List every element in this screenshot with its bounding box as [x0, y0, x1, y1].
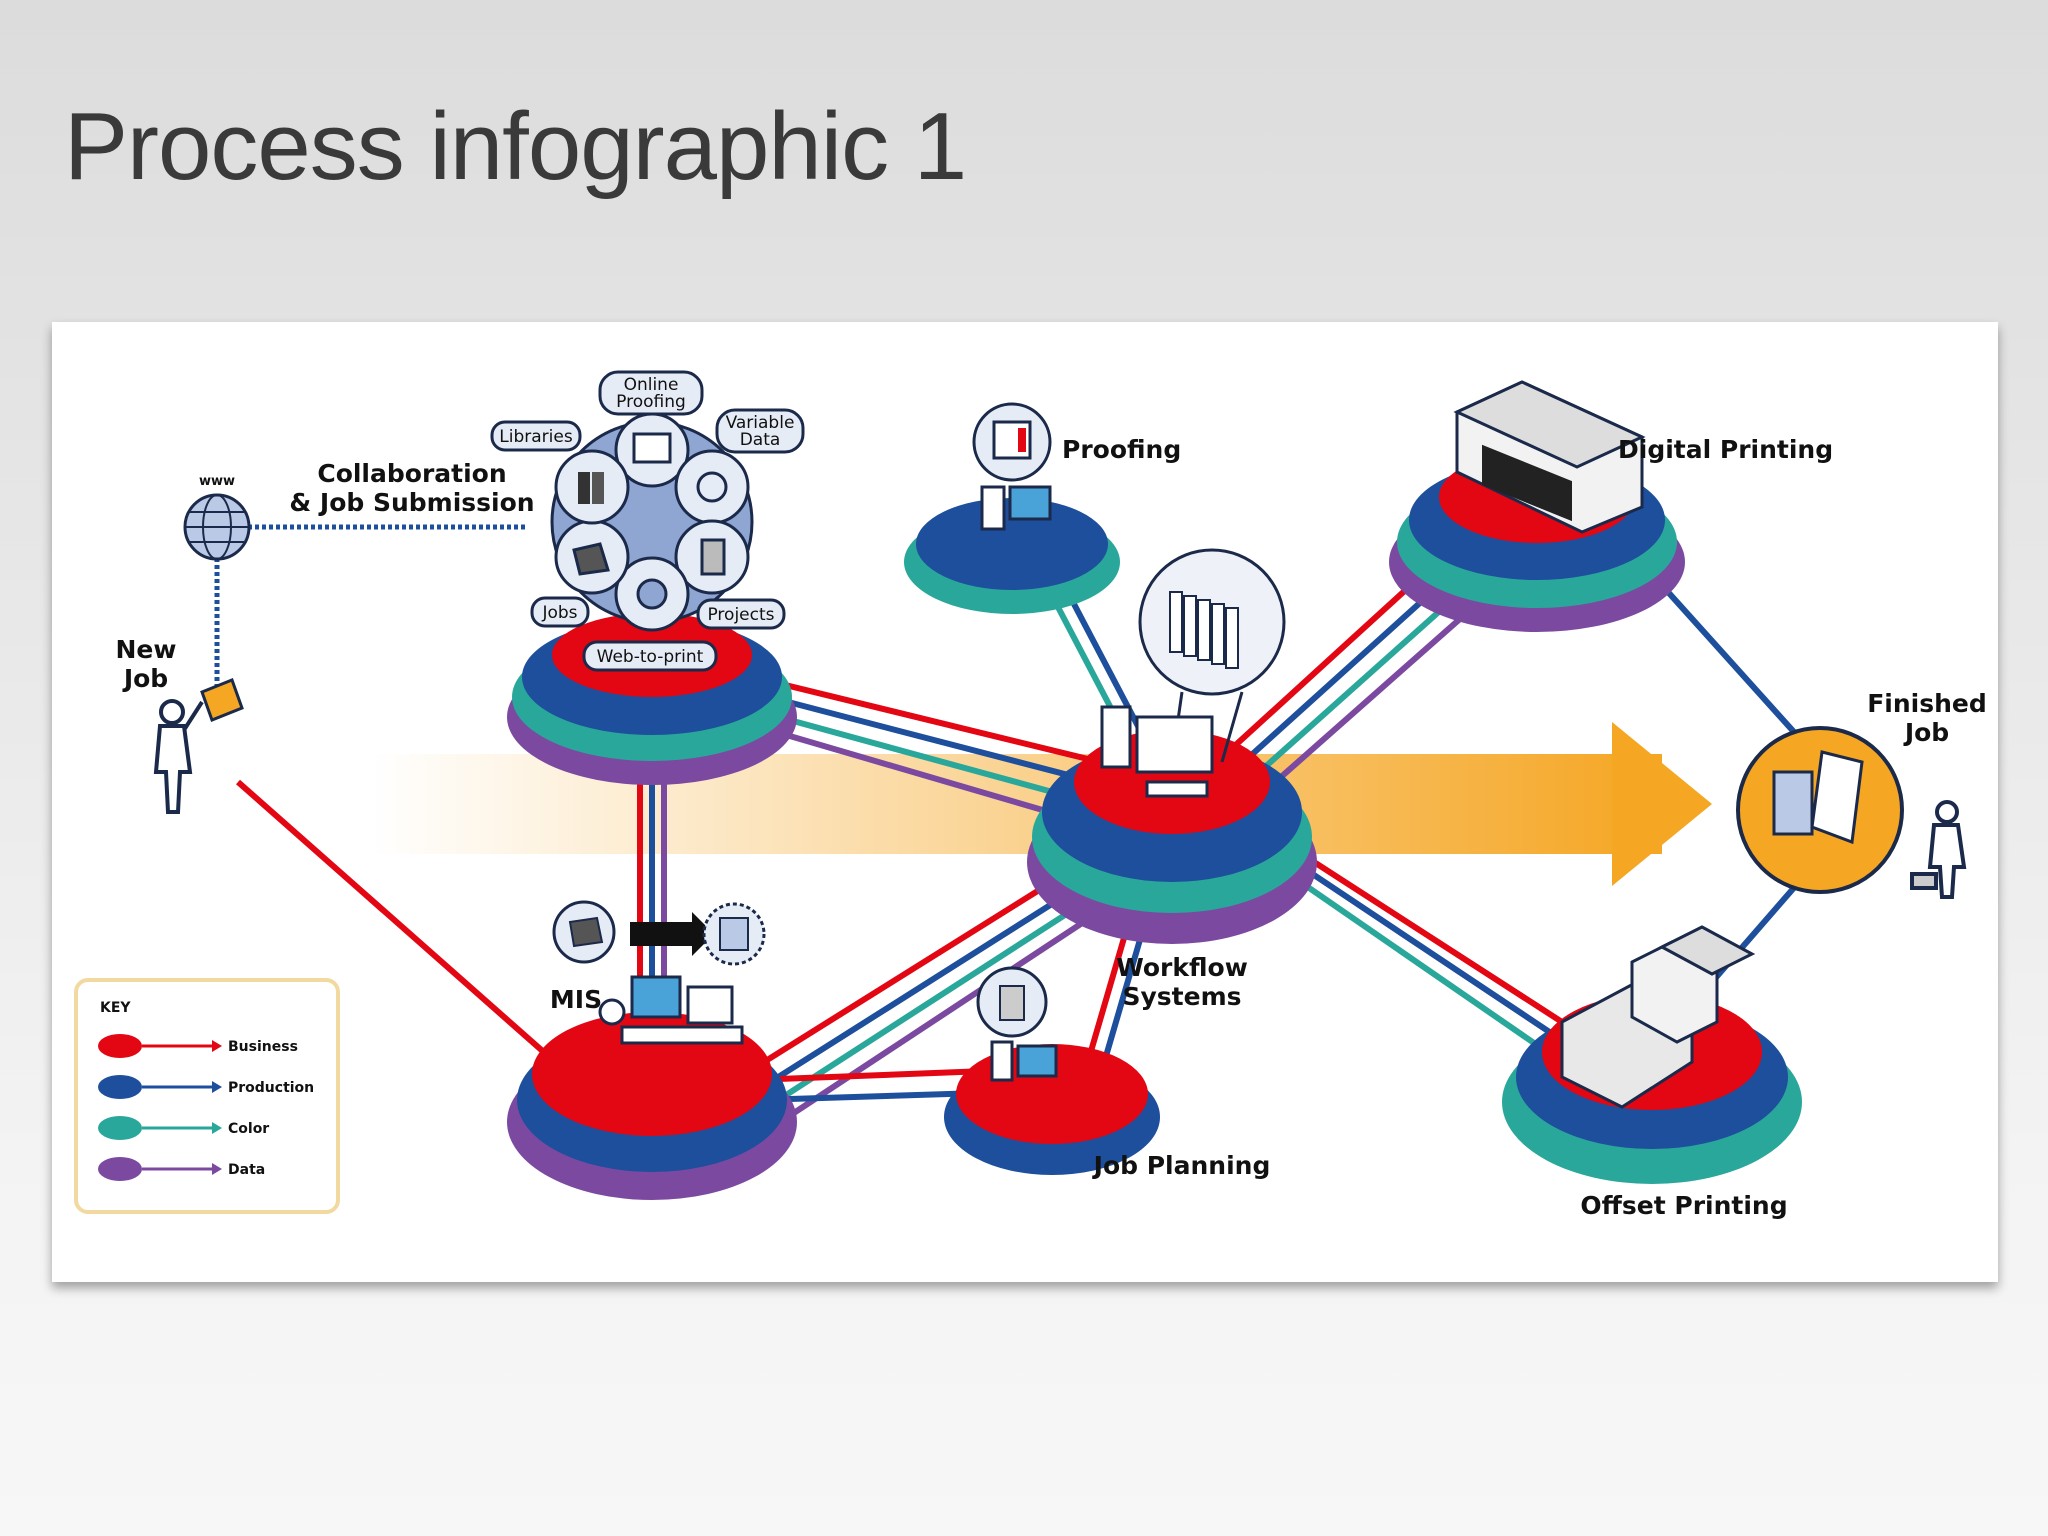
collaboration-hub — [550, 412, 754, 632]
legend-item-color: Color — [98, 1116, 269, 1140]
collaboration-label-line1: Collaboration — [317, 459, 506, 488]
legend-item-production: Production — [98, 1075, 314, 1099]
legend-title: KEY — [100, 1000, 131, 1016]
legend-label-production: Production — [228, 1080, 314, 1096]
legend-item-data: Data — [98, 1157, 265, 1181]
legend-label-data: Data — [228, 1162, 265, 1178]
mis-label: MIS — [550, 985, 602, 1014]
platform-web-to-print — [507, 613, 797, 785]
job-planning-station-icon — [976, 966, 1058, 1082]
collaboration-label-line2: & Job Submission — [289, 488, 534, 517]
mis-station-icon — [552, 900, 766, 1045]
hub-label-variable-data-1: Variable — [726, 413, 795, 433]
hub-pill-libraries: Libraries — [490, 420, 582, 452]
person-finished-job-icon — [1910, 800, 1967, 899]
hub-pill-web-to-print: Web-to-print — [582, 640, 718, 672]
hub-label-online-proofing-2: Proofing — [616, 392, 686, 412]
hub-label-online-proofing-1: Online — [624, 375, 679, 395]
offset-printer-icon — [1560, 925, 1756, 1109]
finished-job-icon — [1736, 726, 1904, 894]
digital-printing-label: Digital Printing — [1618, 435, 1833, 464]
platform-proofing — [904, 498, 1120, 614]
hub-label-projects: Projects — [707, 605, 774, 625]
digital-printer-icon — [1453, 380, 1646, 534]
proofing-station-icon — [972, 402, 1052, 531]
new-job-label-line1: New — [116, 635, 177, 664]
folder-icon — [200, 678, 244, 722]
legend-key: KEY Business Production Color Data — [74, 978, 340, 1214]
hub-label-libraries: Libraries — [499, 427, 573, 447]
workflow-label-line1: Workflow — [1116, 953, 1248, 982]
hub-label-web-to-print: Web-to-print — [597, 647, 704, 667]
workflow-label-line2: Systems — [1122, 982, 1241, 1011]
hub-label-jobs: Jobs — [541, 603, 577, 623]
hub-label-variable-data-2: Data — [740, 430, 781, 450]
finished-job-label-line1: Finished — [1867, 689, 1987, 718]
new-job-label-line2: Job — [122, 664, 168, 693]
workflow-station-icon — [1100, 548, 1286, 798]
proofing-label: Proofing — [1062, 435, 1181, 464]
hub-pill-projects: Projects — [696, 598, 786, 630]
platform-job-planning — [944, 1044, 1160, 1175]
slide-title: Process infographic 1 — [64, 93, 967, 200]
legend-item-business: Business — [98, 1034, 298, 1058]
legend-label-color: Color — [228, 1121, 269, 1137]
person-new-job-icon — [153, 699, 204, 814]
legend-label-business: Business — [228, 1039, 298, 1055]
globe-icon — [183, 493, 251, 561]
job-planning-label: Job Planning — [1092, 1151, 1271, 1180]
www-label: www — [199, 474, 235, 489]
offset-printing-label: Offset Printing — [1580, 1191, 1787, 1220]
hub-pill-jobs: Jobs — [530, 596, 590, 628]
finished-job-label-line2: Job — [1903, 718, 1949, 747]
svg-text:Collaboration& Job Submission: Collaboration& Job Submission — [289, 459, 534, 517]
